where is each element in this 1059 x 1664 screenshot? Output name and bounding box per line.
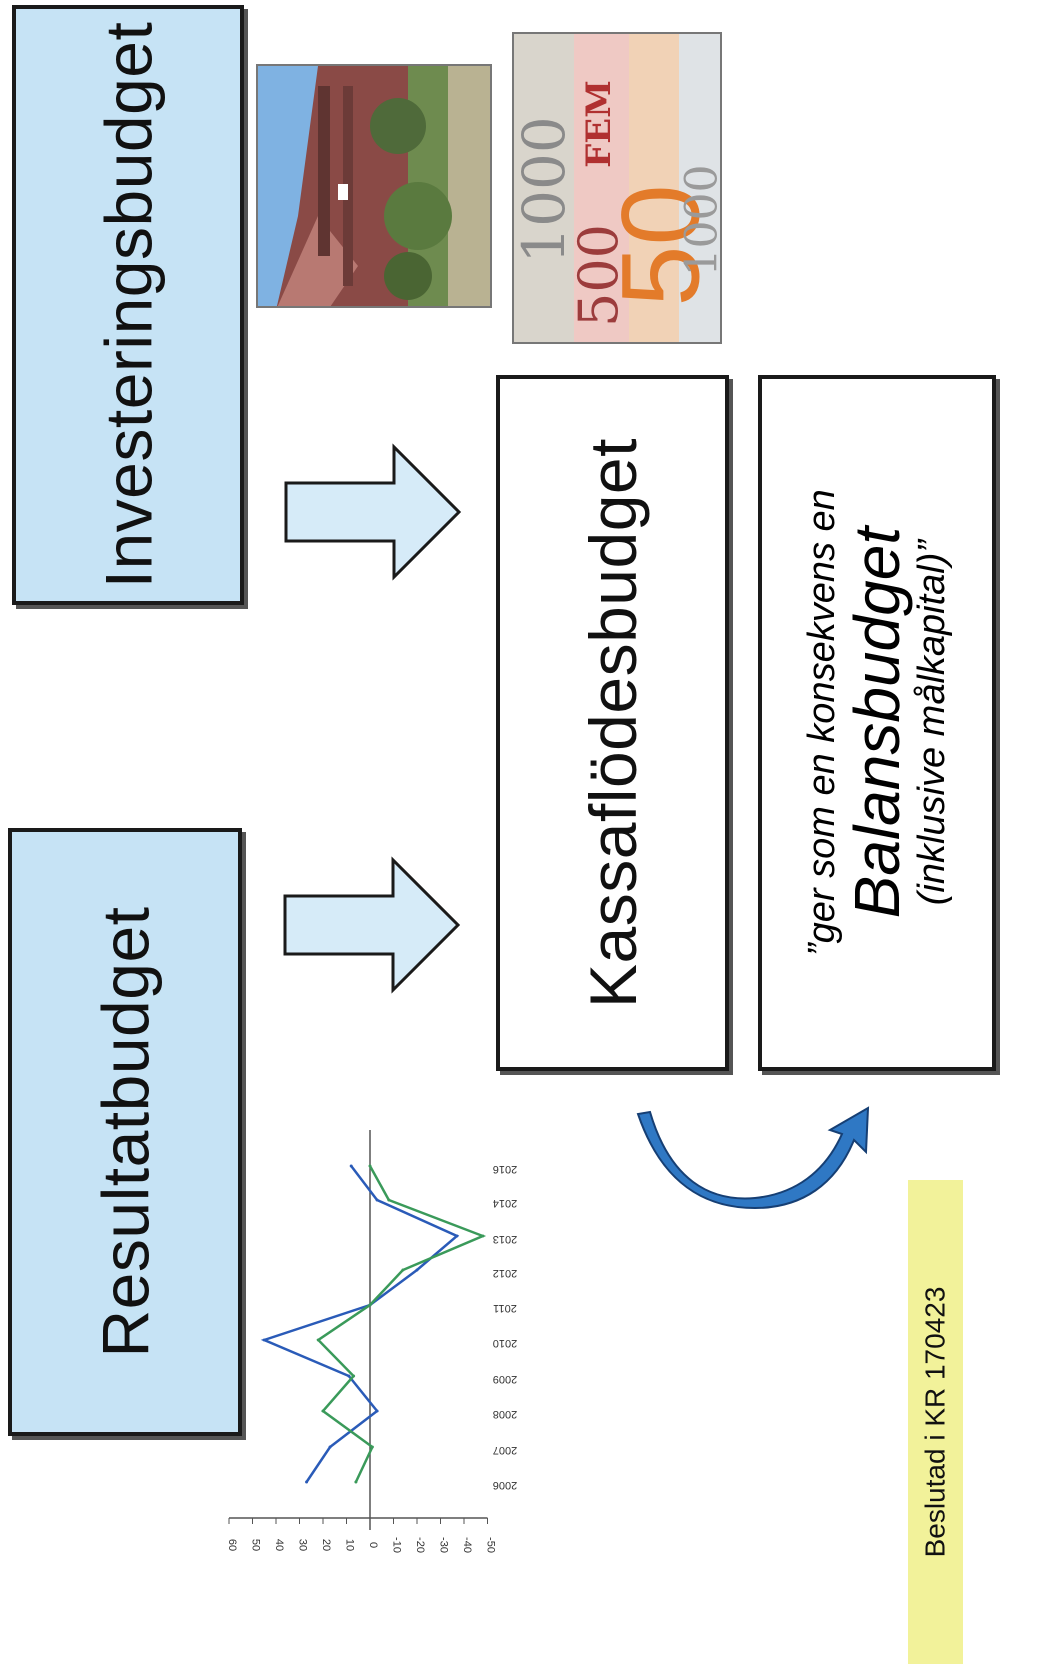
curved-arrow-icon [636,1106,870,1210]
balansbudget-subtitle: (inklusive målkapital)” [910,540,953,906]
chart-point [387,1198,391,1202]
chart-category-label: 2013 [493,1233,517,1245]
arrow-resultat-to-kassaflode [283,856,461,994]
chart-point [368,1164,372,1168]
chart-point [354,1480,358,1484]
banknote-fem: FEM [569,54,629,194]
chart-category-label: 2008 [493,1408,517,1420]
chart-value-tick-label: 30 [297,1539,309,1551]
chart-point [375,1198,379,1202]
balansbudget-title: Balansbudget [840,527,913,919]
chart-point [347,1374,351,1378]
chart-point [375,1409,379,1413]
chart-point [349,1164,353,1168]
chart-point [370,1445,374,1449]
building-illustration [258,66,490,306]
chart-point [321,1409,325,1413]
decision-note: Beslutad i KR 170423 [908,1180,963,1664]
chart-category-label: 2016 [493,1163,517,1175]
chart-value-tick-label: 40 [273,1539,285,1551]
arrow-investering-to-kassaflode [284,443,462,581]
investeringsbudget-box: Investeringsbudget [12,5,244,605]
balansbudget-intro: ”ger som en konsekvens en [800,489,843,957]
resultatbudget-label: Resultatbudget [88,906,162,1358]
chart-category-label: 2014 [493,1197,517,1209]
investeringsbudget-label: Investeringsbudget [91,21,165,589]
chart-point [316,1338,320,1342]
decision-note-text: Beslutad i KR 170423 [919,1286,951,1558]
chart-point [328,1445,332,1449]
banknote-fem-text: FEM [579,80,620,168]
chart-series-line-2 [316,1165,487,1483]
chart-series-line-1 [260,1165,460,1483]
chart-point [415,1268,419,1272]
chart-value-tick-label: -10 [391,1537,403,1553]
chart-value-tick-label: -40 [461,1537,473,1553]
balansbudget-text-group: ”ger som en konsekvens en Balansbudget (… [800,490,953,957]
banknote-1000-left: 1000 [514,34,578,342]
chart-value-tick-label: 20 [320,1539,332,1551]
resultatbudget-box: Resultatbudget [8,828,242,1436]
chart-value-tick-label: 0 [367,1542,379,1548]
chart-value-tick-label: -30 [438,1537,450,1553]
chart-value-tick-label: 10 [344,1539,356,1551]
chart-category-label: 2012 [493,1267,517,1279]
chart-category-label: 2011 [493,1302,517,1314]
banknotes-photo: 1000 500 FEM 50 1000 [512,32,722,344]
chart-point [481,1234,485,1238]
chart-value-tick-label: -20 [414,1537,426,1553]
kassaflodesbudget-box: Kassaflödesbudget [496,375,729,1071]
chart-category-label: 2010 [493,1337,517,1349]
balansbudget-box: ”ger som en konsekvens en Balansbudget (… [758,375,996,1071]
chart-point [368,1303,372,1307]
chart-category-label: 2006 [493,1479,517,1491]
chart-point [455,1234,459,1238]
banknotes-illustration [514,34,720,342]
chart-point [305,1480,309,1484]
chart-value-tick-label: -50 [485,1537,497,1553]
kassaflodesbudget-label: Kassaflödesbudget [575,438,650,1008]
building-photo [256,64,492,308]
banknote-1000-right-text: 1000 [676,164,722,276]
banknote-1000-right: 1000 [676,94,722,342]
chart-category-label: 2009 [493,1373,517,1385]
chart-value-tick-label: 60 [226,1539,238,1551]
chart-value-tick-label: 50 [250,1539,262,1551]
chart-point [352,1374,356,1378]
chart-category-label: 2007 [493,1444,517,1456]
chart-point [262,1338,266,1342]
chart-point [401,1268,405,1272]
